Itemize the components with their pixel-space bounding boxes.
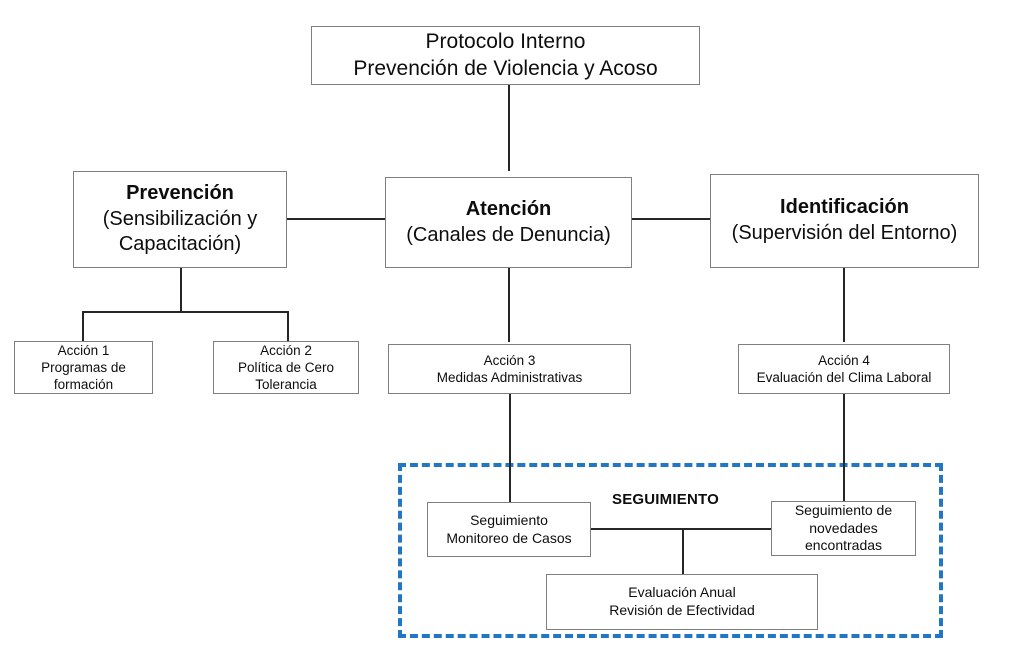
pillar-sub-identificacion-1: (Supervisión del Entorno) [731,222,958,244]
followup-monitoreo-line-1: Seguimiento [470,511,548,528]
seguimiento-group-border [398,463,943,638]
seguimiento-group-label: SEGUIMIENTO [612,491,719,508]
followup-box-novedades-encontradas[interactable]: Seguimiento de novedades encontradas [771,501,916,556]
pillar-sub-prevencion-1: (Sensibilización y [102,207,258,230]
pillar-box-prevencion[interactable]: Prevención (Sensibilización y Capacitaci… [73,171,287,268]
action-label-accion-2: Acción 2 [260,342,312,358]
followup-box-monitoreo-casos[interactable]: Seguimiento Monitoreo de Casos [427,502,591,557]
title-line-1: Protocolo Interno [425,29,586,53]
connector-accion4-to-novedades [843,394,845,501]
title-line-2: Prevención de Violencia y Acoso [353,56,658,80]
followup-evaluacion-line-2: Revisión de Efectividad [609,602,755,618]
connector-title-to-atencion [508,85,510,171]
connector-atencion-to-accion-3 [508,268,510,342]
action-box-accion-2[interactable]: Acción 2 Política de Cero Tolerancia [213,341,359,394]
action-box-accion-3[interactable]: Acción 3 Medidas Administrativas [388,344,631,394]
followup-novedades-line-2: novedades [809,519,878,536]
pillar-heading-prevencion: Prevención [126,182,234,205]
connector-to-accion-2 [287,311,289,341]
followup-novedades-line-1: Seguimiento de [794,501,893,518]
connector-prevencion-atencion [287,218,385,220]
action-desc-accion-1-line-1: Programas de [41,359,126,375]
pillar-heading-identificacion: Identificación [780,196,909,219]
action-desc-accion-3-line-1: Medidas Administrativas [436,370,583,385]
connector-to-evaluacion-anual [682,528,684,574]
action-label-accion-1: Acción 1 [57,342,110,358]
connector-atencion-identificacion [632,218,710,220]
connector-prevencion-split [82,311,288,313]
action-desc-accion-4-line-1: Evaluación del Clima Laboral [756,370,932,385]
connector-monitoreo-to-novedades [591,528,771,530]
followup-novedades-line-3: encontradas [804,537,883,554]
connector-identificacion-to-accion-4 [843,268,845,342]
pillar-box-identificacion[interactable]: Identificación (Supervisión del Entorno) [710,174,979,268]
pillar-heading-atencion: Atención [465,197,552,220]
action-label-accion-3: Acción 3 [483,352,536,368]
title-box[interactable]: Protocolo Interno Prevención de Violenci… [311,26,700,85]
action-desc-accion-1-line-2: formación [53,377,114,393]
pillar-sub-atencion-1: (Canales de Denuncia) [406,223,611,246]
pillar-sub-prevencion-2: Capacitación) [118,233,242,256]
followup-monitoreo-line-2: Monitoreo de Casos [446,529,572,546]
connector-to-accion-1 [82,311,84,341]
connector-accion3-to-monitoreo [509,394,511,502]
pillar-box-atencion[interactable]: Atención (Canales de Denuncia) [385,177,632,268]
followup-evaluacion-line-1: Evaluación Anual [628,584,736,601]
followup-box-evaluacion-anual[interactable]: Evaluación Anual Revisión de Efectividad [546,574,818,630]
action-desc-accion-2-line-1: Política de Cero [237,359,335,375]
action-desc-accion-2-line-2: Tolerancia [255,377,317,393]
action-box-accion-4[interactable]: Acción 4 Evaluación del Clima Laboral [738,344,950,394]
action-box-accion-1[interactable]: Acción 1 Programas de formación [14,341,153,394]
action-label-accion-4: Acción 4 [818,352,870,368]
connector-prevencion-stem [180,268,182,312]
